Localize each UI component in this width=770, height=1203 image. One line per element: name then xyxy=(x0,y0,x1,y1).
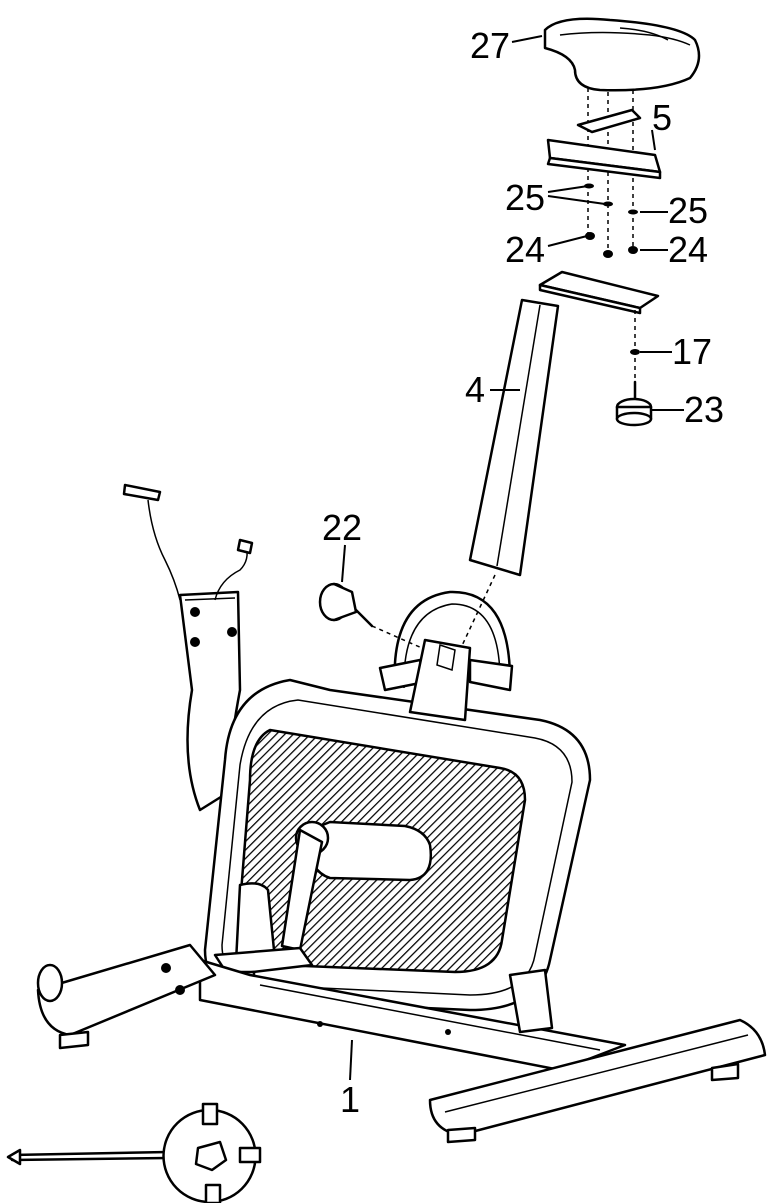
callout-22: 22 xyxy=(322,507,362,548)
washer-17 xyxy=(630,349,640,355)
front-hoop xyxy=(378,590,514,692)
callout-17: 17 xyxy=(672,331,712,372)
callout-25-left: 25 xyxy=(505,177,545,218)
rear-stabilizer xyxy=(428,1018,767,1144)
knob-23 xyxy=(615,380,653,427)
callout-24-right: 24 xyxy=(668,229,708,270)
front-stabilizer xyxy=(36,943,217,1050)
knob-22 xyxy=(318,582,441,657)
callout-23: 23 xyxy=(684,389,724,430)
seat xyxy=(543,17,701,92)
callout-27: 27 xyxy=(470,25,510,66)
wrench-tool xyxy=(6,1102,262,1203)
callout-4: 4 xyxy=(465,369,485,410)
callout-1: 1 xyxy=(340,1079,360,1120)
callout-24-left: 24 xyxy=(505,229,545,270)
seat-bracket xyxy=(546,108,662,180)
seat-post xyxy=(468,270,660,577)
callout-5: 5 xyxy=(652,97,672,138)
seat-tube-collar xyxy=(408,638,472,722)
callout-labels: 27 5 25 25 24 24 17 4 23 22 1 xyxy=(322,25,724,1120)
leader-lines xyxy=(341,35,684,1081)
washers-and-nuts xyxy=(584,183,638,258)
callout-25-right: 25 xyxy=(668,190,708,231)
